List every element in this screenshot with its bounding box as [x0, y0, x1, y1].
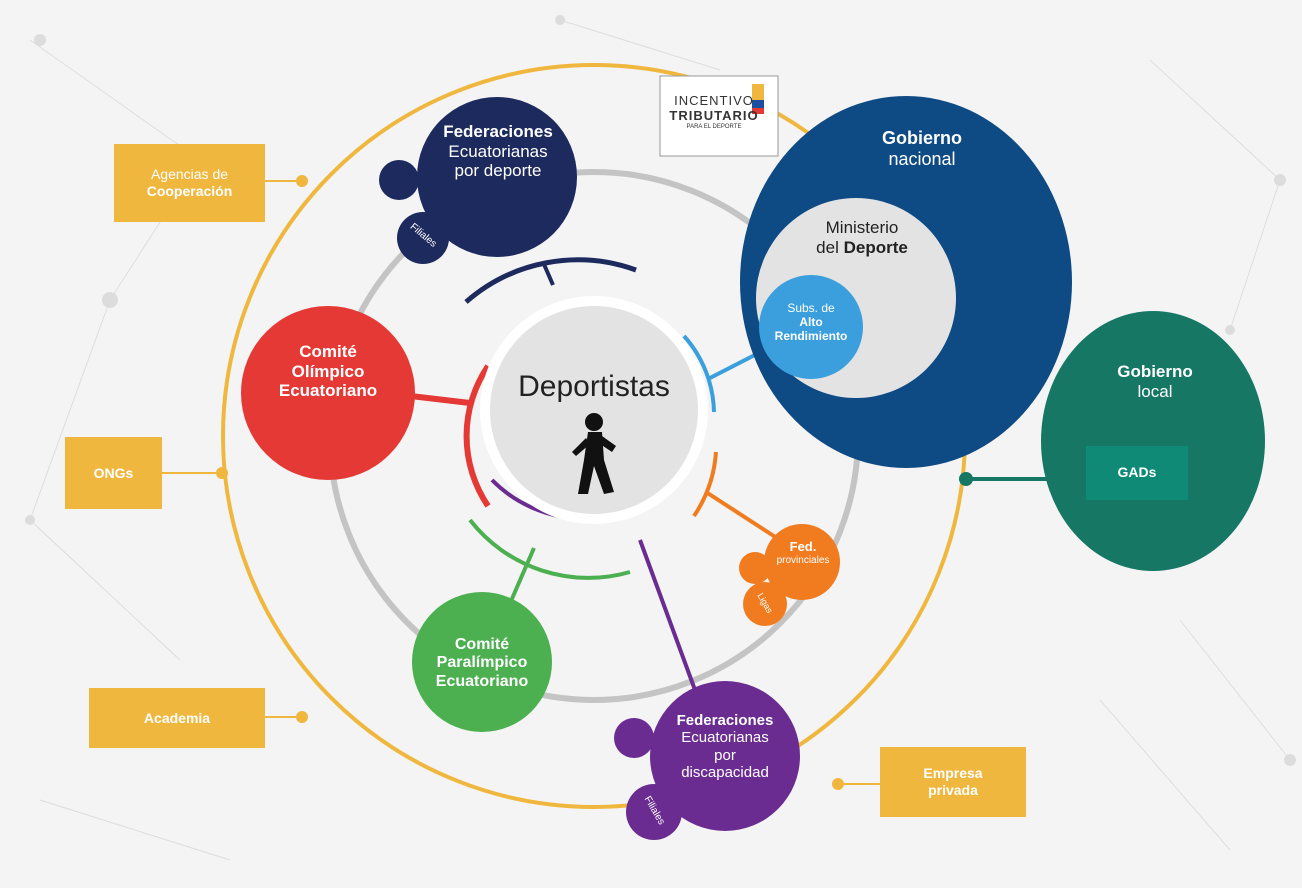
fed-provinciales-ligas-circle — [743, 582, 787, 626]
fed-discapacidad-circle — [650, 681, 800, 831]
red-arc — [463, 364, 491, 508]
fed-provinciales-circle — [764, 524, 840, 600]
fed-provinciales-label: Fed. provinciales — [764, 539, 842, 566]
cpe-label: Comité Paralímpico Ecuatoriano — [412, 636, 552, 691]
navy-spoke — [541, 261, 555, 286]
empresa-dot — [832, 778, 844, 790]
gad-dot — [959, 472, 973, 486]
subs-circle — [759, 275, 863, 379]
agencias-line1: Agencias de — [150, 166, 229, 183]
fed-deporte-line3: por deporte — [454, 161, 542, 181]
coe-line3: Ecuatoriano — [278, 381, 378, 401]
empresa-line1: Empresa — [923, 765, 983, 782]
gobierno-nacional-line1: Gobierno — [882, 128, 962, 148]
ministerio-label: Ministerio del Deporte — [800, 218, 924, 257]
coe-label: Comité Olímpico Ecuatoriano — [250, 342, 406, 401]
fed-discapacidad-line3: por — [714, 746, 736, 764]
ministerio-line1: Ministerio — [825, 218, 899, 237]
gobierno-local-circle — [1041, 311, 1265, 571]
coe-line2: Olímpico — [291, 361, 365, 381]
fed-discapacidad-filiales-circle — [626, 784, 682, 840]
gobierno-local-line2: local — [1137, 381, 1173, 401]
ministerio-line2: del Deporte — [800, 238, 924, 258]
ongs-box: ONGs — [65, 437, 162, 509]
cpe-line2: Paralímpico — [436, 654, 528, 672]
fed-provinciales-dot — [739, 552, 771, 584]
orange-spoke — [704, 490, 782, 542]
fed-discapacidad-label: Federaciones Ecuatorianas por discapacid… — [660, 712, 790, 781]
ministerio-line2-bold: Deporte — [843, 237, 908, 257]
fed-deporte-line1: Federaciones — [443, 122, 553, 141]
green-arc — [468, 518, 631, 580]
fed-discapacidad-line1: Federaciones — [676, 712, 774, 729]
coe-circle — [241, 306, 415, 480]
logo-flag-blue — [752, 100, 764, 108]
logo-flag-yellow — [752, 84, 764, 100]
subs-label: Subs. de Alto Rendimiento — [765, 301, 857, 343]
gobierno-nacional-line2: nacional — [888, 148, 956, 169]
fed-provinciales-line1: Fed. — [789, 539, 817, 554]
fed-deporte-dot — [379, 160, 419, 200]
fed-discapacidad-dot — [614, 718, 654, 758]
empresa-line2: privada — [928, 782, 978, 798]
navy-arc — [464, 257, 637, 304]
fed-discapacidad-line4: discapacidad — [681, 763, 769, 781]
gads-box — [1086, 446, 1188, 500]
logo-line1: INCENTIVO — [674, 93, 754, 108]
agencias-dot — [296, 175, 308, 187]
fed-deporte-filiales-circle — [397, 212, 449, 264]
logo-line2: TRIBUTARIO — [669, 107, 759, 123]
cpe-circle — [412, 592, 552, 732]
agencias-box: Agencias de Cooperación — [114, 144, 265, 222]
subs-line1: Subs. de — [787, 301, 835, 315]
gads-label: GADs — [1117, 464, 1157, 480]
empresa-box: Empresa privada — [880, 747, 1026, 817]
agencias-line2: Cooperación — [146, 183, 233, 199]
incentivo-logo: INCENTIVO TRIBUTARIO PARA EL DEPORTE — [664, 93, 764, 131]
ministerio-line2-prefix: del — [816, 237, 844, 257]
gobierno-local-line1: Gobierno — [1117, 362, 1193, 381]
runner-icon — [572, 413, 616, 494]
subs-line2: Alto — [799, 314, 823, 329]
ongs-dot — [216, 467, 228, 479]
purple-spoke — [638, 539, 697, 691]
cpe-line3: Ecuatoriano — [435, 672, 529, 690]
orange-arc — [692, 451, 718, 518]
fed-deporte-line2: Ecuatorianas — [448, 141, 548, 161]
logo-flag-red — [752, 108, 764, 114]
center-title: Deportistas — [518, 370, 670, 403]
academia-dot — [296, 711, 308, 723]
fed-deporte-label: Federaciones Ecuatorianas por deporte — [420, 122, 576, 181]
subs-line3: Rendimiento — [774, 328, 848, 343]
fed-deporte-circle — [417, 97, 577, 257]
logo-line3: PARA EL DEPORTE — [686, 123, 742, 130]
green-spoke — [506, 547, 536, 609]
blue-arc — [682, 334, 716, 413]
gobierno-local-label: Gobierno local — [1100, 362, 1210, 401]
center-disc — [490, 306, 698, 514]
coe-line1: Comité — [299, 342, 357, 361]
academia-box: Academia — [89, 688, 265, 748]
fed-provinciales-line2: provinciales — [776, 554, 830, 566]
cpe-line1: Comité — [454, 636, 510, 653]
gobierno-nacional-label: Gobierno nacional — [860, 128, 984, 169]
fed-discapacidad-line2: Ecuatorianas — [681, 729, 769, 747]
